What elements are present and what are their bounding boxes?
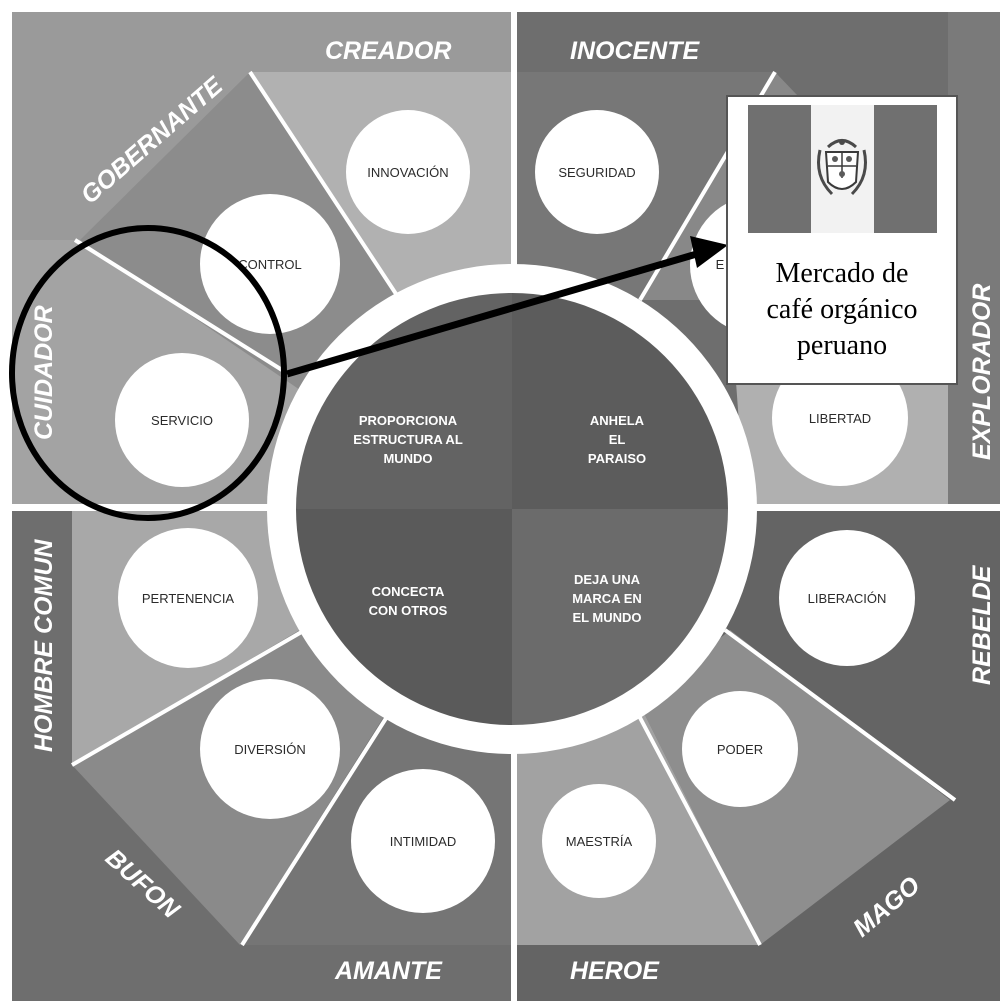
value-circle-liberacion	[779, 530, 915, 666]
archetype-creador: CREADOR	[325, 37, 451, 65]
callout-caption-line-2: café orgánico	[766, 294, 917, 325]
motivation-conecta-2: CON OTROS	[369, 603, 448, 618]
archetype-explorador: EXPLORADOR	[968, 284, 996, 460]
value-conocimiento-partial: E	[716, 257, 725, 272]
archetype-cuidador: CUIDADOR	[30, 305, 58, 440]
value-liberacion: LIBERACIÓN	[808, 591, 887, 606]
callout-arrow	[286, 236, 728, 378]
archetype-rebelde: REBELDE	[968, 564, 996, 685]
value-seguridad: SEGURIDAD	[558, 165, 635, 180]
motivation-estructura-3: MUNDO	[383, 451, 432, 466]
motivation-labels: PROPORCIONA ESTRUCTURA AL MUNDO ANHELA E…	[353, 413, 646, 625]
motivation-estructura-1: PROPORCIONA	[359, 413, 458, 428]
motivation-paraiso-2: EL	[609, 432, 626, 447]
motivation-marca-1: DEJA UNA	[574, 572, 641, 587]
archetype-inocente: INOCENTE	[570, 37, 701, 65]
value-circle-control	[200, 194, 340, 334]
callout-caption-line-3: peruano	[797, 330, 887, 361]
value-control: CONTROL	[238, 257, 302, 272]
archetype-heroe: HEROE	[570, 957, 660, 985]
value-circle-pertenencia	[118, 528, 258, 668]
value-libertad: LIBERTAD	[809, 411, 871, 426]
value-circle-diversion	[200, 679, 340, 819]
value-pertenencia: PERTENENCIA	[142, 591, 235, 606]
value-circle-seguridad	[535, 110, 659, 234]
callout-caption-line-1: Mercado de	[776, 258, 909, 289]
value-circle-poder	[682, 691, 798, 807]
motivation-marca-3: EL MUNDO	[572, 610, 641, 625]
value-intimidad: INTIMIDAD	[390, 834, 456, 849]
motivation-estructura-2: ESTRUCTURA AL	[353, 432, 463, 447]
value-diversion: DIVERSIÓN	[234, 742, 306, 757]
value-innovacion: INNOVACIÓN	[367, 165, 448, 180]
highlight-ellipse	[9, 225, 287, 521]
value-circle-intimidad	[351, 769, 495, 913]
value-circle-maestria	[542, 784, 656, 898]
value-circle-innovacion	[346, 110, 470, 234]
value-poder: PODER	[717, 742, 763, 757]
callout-box: Mercado de café orgánico peruano	[726, 95, 958, 385]
value-circle-servicio	[115, 353, 249, 487]
coat-of-arms-icon	[817, 139, 867, 196]
center-disc	[296, 293, 728, 725]
archetype-amante: AMANTE	[334, 957, 443, 985]
motivation-marca-2: MARCA EN	[572, 591, 642, 606]
motivation-paraiso-1: ANHELA	[590, 413, 645, 428]
archetype-hombre-comun: HOMBRE COMUN	[30, 539, 58, 752]
motivation-conecta-1: CONCECTA	[372, 584, 445, 599]
motivation-paraiso-3: PARAISO	[588, 451, 646, 466]
value-maestria: MAESTRÍA	[566, 834, 633, 849]
peru-flag-icon	[748, 105, 937, 233]
value-servicio: SERVICIO	[151, 413, 213, 428]
